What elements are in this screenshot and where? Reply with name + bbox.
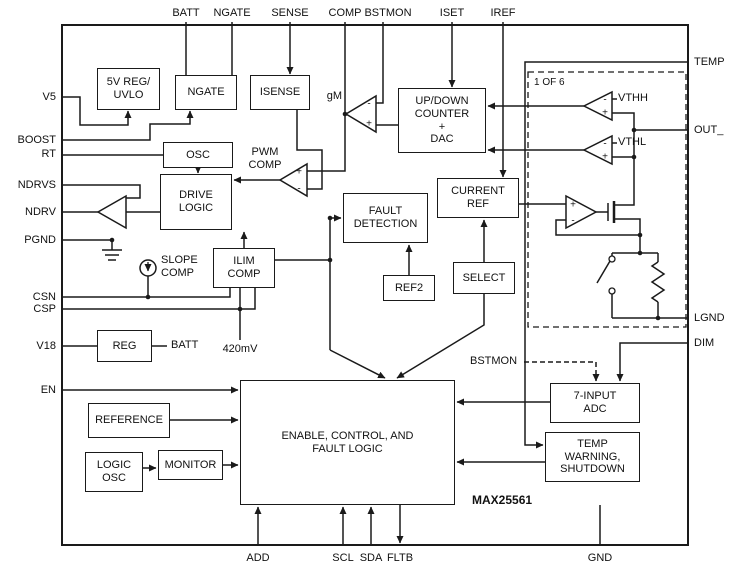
block-5v-reg-uvlo: 5V REG/ UVLO (97, 68, 160, 110)
label-pwm-comp: PWM COMP (248, 146, 282, 171)
pin-iset: ISET (439, 7, 465, 19)
block-temp-warning-shutdown: TEMP WARNING, SHUTDOWN (545, 432, 640, 482)
vthl-plus-sign: + (602, 152, 608, 163)
wires (62, 22, 688, 545)
block-drive-logic: DRIVE LOGIC (160, 174, 232, 230)
pin-gnd: GND (587, 552, 613, 564)
pin-lgnd: LGND (694, 312, 725, 324)
pin-ngate: NGATE (213, 7, 251, 19)
pin-v5: V5 (42, 91, 56, 103)
vthh-plus-sign: + (602, 108, 608, 119)
label-bstmon-internal: BSTMON (470, 355, 518, 367)
pwm-comparator: + - (278, 162, 308, 198)
pin-boost: BOOST (17, 134, 56, 146)
pin-sense: SENSE (271, 7, 309, 19)
pin-batt: BATT (172, 7, 200, 19)
block-current-ref: CURRENT REF (437, 178, 519, 218)
junction-dots (109, 111, 661, 321)
pin-csn: CSN (32, 291, 56, 303)
block-logic-osc: LOGIC OSC (85, 452, 143, 492)
ground-symbol (102, 240, 122, 261)
vthl-comparator: - + (582, 134, 613, 166)
vthl-minus-sign: - (603, 139, 606, 150)
label-gm: gM (326, 90, 342, 102)
pin-bstmon: BSTMON (364, 7, 412, 19)
pwm-plus-sign: + (296, 167, 302, 178)
pin-iref: IREF (490, 7, 516, 19)
chip-outline (61, 24, 689, 546)
part-number: MAX25561 (472, 493, 533, 507)
pin-v18: V18 (36, 340, 56, 352)
label-1-of-6: 1 OF 6 (534, 77, 565, 88)
block-ref2: REF2 (383, 275, 435, 301)
current-sink-opamp: + - (565, 194, 598, 230)
vthh-comparator: - + (582, 90, 613, 122)
pin-add: ADD (246, 552, 270, 564)
block-7-input-adc: 7-INPUT ADC (550, 383, 640, 423)
label-420mv: 420mV (222, 343, 258, 355)
ndrv-buffer-triangle (96, 194, 127, 230)
pin-fltb: FLTB (386, 552, 414, 564)
pin-sda: SDA (359, 552, 383, 564)
pwm-minus-sign: - (297, 184, 300, 195)
mosfet-symbol (607, 201, 616, 223)
block-ilim-comp: ILIM COMP (213, 248, 275, 288)
pin-rt: RT (41, 148, 56, 160)
pin-en: EN (40, 384, 56, 396)
pin-temp: TEMP (694, 56, 725, 68)
slope-comp-current-source (139, 259, 157, 277)
vthh-minus-sign: - (603, 95, 606, 106)
pin-scl: SCL (332, 552, 354, 564)
pin-dim: DIM (694, 337, 715, 349)
pin-out: OUT_ (694, 124, 724, 136)
block-updown-counter-dac: UP/DOWN COUNTER + DAC (398, 88, 486, 153)
pin-ndrv: NDRV (25, 206, 56, 218)
block-enable-control-fault-logic: ENABLE, CONTROL, AND FAULT LOGIC (240, 380, 455, 505)
opamp-minus-sign: - (571, 216, 574, 227)
block-isense: ISENSE (250, 75, 310, 110)
block-ngate: NGATE (175, 75, 237, 110)
label-vthh: VTHH (618, 92, 648, 104)
block-osc: OSC (163, 142, 233, 168)
block-monitor: MONITOR (158, 450, 223, 480)
label-slope-comp: SLOPE COMP (161, 254, 198, 279)
pin-csp: CSP (33, 303, 56, 315)
pin-ndrvs: NDRVS (17, 179, 56, 191)
one-of-six-dashed-box (527, 71, 687, 328)
pin-comp: COMP (328, 7, 362, 19)
opamp-plus-sign: + (570, 200, 576, 211)
block-select: SELECT (453, 262, 515, 294)
label-vthl: VTHL (618, 136, 647, 148)
block-reference: REFERENCE (88, 403, 170, 438)
block-fault-detection: FAULT DETECTION (343, 193, 428, 243)
pin-pgnd: PGND (24, 234, 56, 246)
gm-minus-sign: - (367, 99, 370, 110)
gm-plus-sign: + (366, 119, 372, 130)
block-reg: REG (97, 330, 152, 362)
label-batt-internal: BATT (171, 339, 199, 351)
gm-amplifier: - + (344, 94, 377, 134)
dim-switch-symbol (596, 255, 616, 295)
